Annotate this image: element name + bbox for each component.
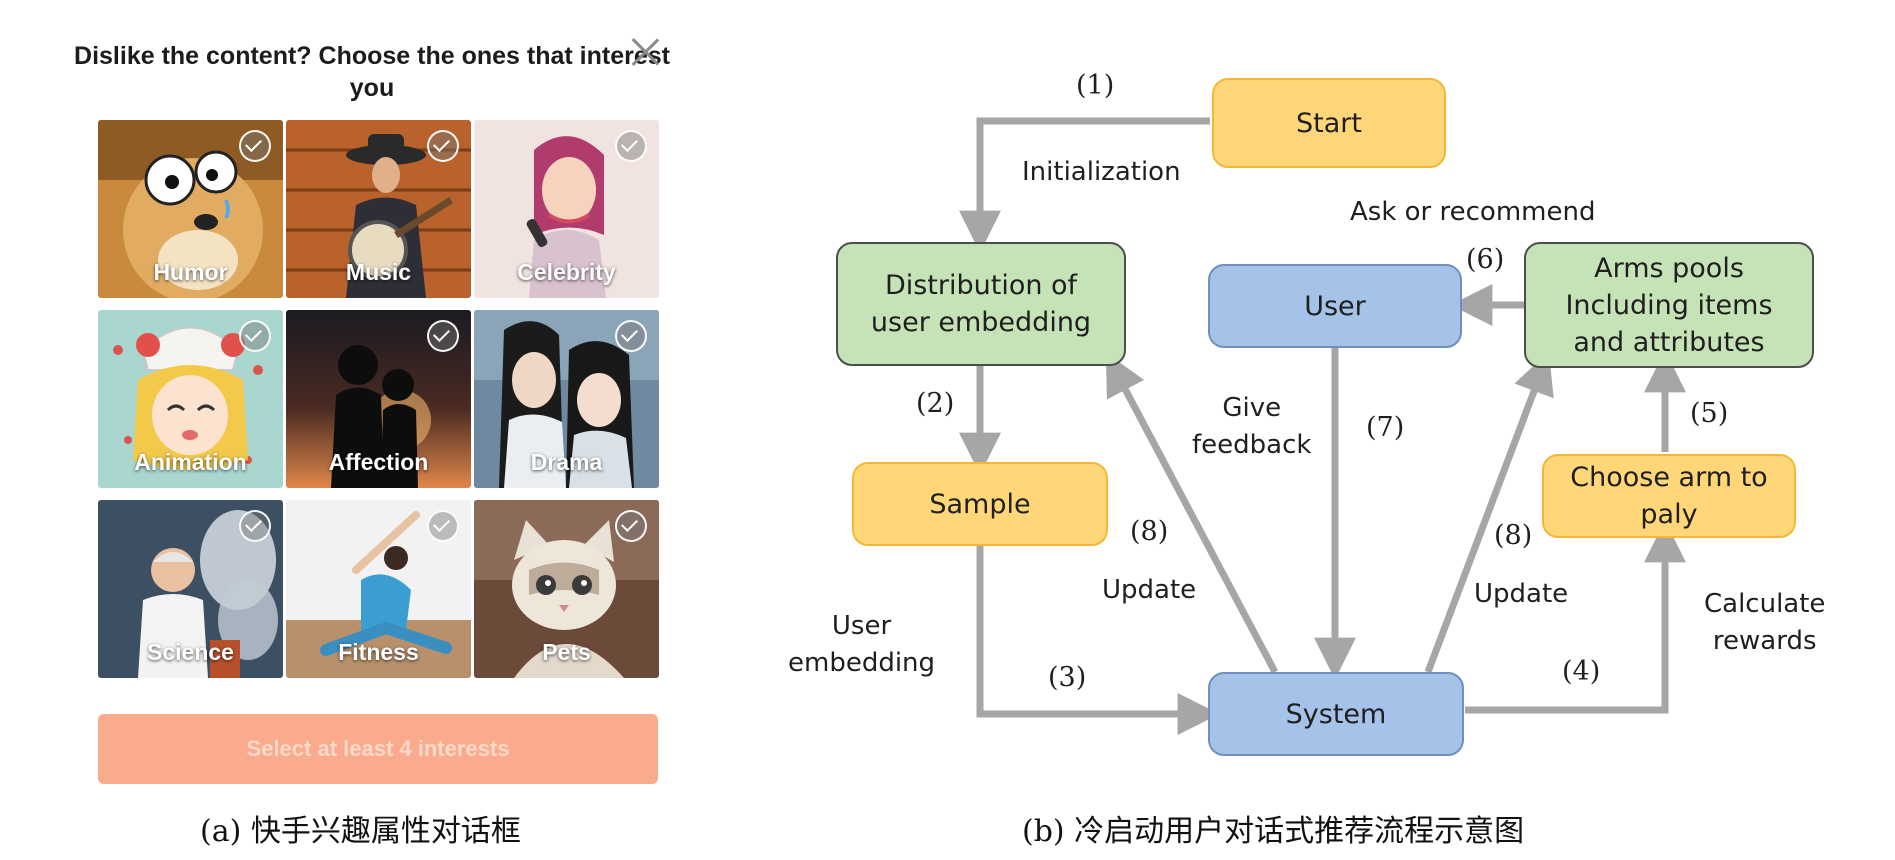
node-choose-arm-line1: Choose arm to	[1570, 462, 1768, 493]
label-calculate-rewards-line2: rewards	[1712, 626, 1817, 656]
label-give-feedback-line2: feedback	[1192, 430, 1312, 460]
step-8-left: (8)	[1130, 516, 1169, 547]
node-start: Start	[1212, 78, 1446, 168]
label-ask-or-recommend: Ask or recommend	[1350, 197, 1596, 227]
label-update-left: Update	[1102, 575, 1197, 605]
node-choose-arm: Choose arm to paly	[1542, 454, 1796, 538]
node-distribution-line1: Distribution of	[884, 270, 1078, 301]
step-6: (6)	[1466, 244, 1505, 275]
node-user: User	[1208, 264, 1462, 348]
node-arms-pools: Arms pools Including items and attribute…	[1524, 242, 1814, 368]
tile-label: Animation	[134, 449, 247, 475]
tile-label: Celebrity	[517, 259, 616, 285]
node-system: System	[1208, 672, 1464, 756]
step-7: (7)	[1366, 412, 1405, 443]
tile-label: Fitness	[338, 639, 419, 665]
interest-tile-animation[interactable]: Animation	[98, 310, 283, 488]
node-sample-label: Sample	[929, 488, 1031, 520]
node-start-label: Start	[1296, 107, 1362, 139]
check-icon	[427, 510, 459, 542]
interest-tile-pets[interactable]: Pets	[474, 500, 659, 678]
label-update-right: Update	[1474, 579, 1569, 609]
label-calculate-rewards-line1: Calculate	[1704, 589, 1826, 619]
arrow-1	[959, 117, 1210, 253]
interest-tile-science[interactable]: Science	[98, 500, 283, 678]
tile-label: Science	[147, 639, 234, 665]
step-2: (2)	[916, 388, 955, 419]
arrow-3	[976, 540, 1220, 735]
label-give-feedback: Give feedback	[1192, 390, 1311, 464]
tile-label: Pets	[542, 639, 591, 665]
label-calculate-rewards: Calculate rewards	[1704, 586, 1825, 660]
label-initialization: Initialization	[1022, 157, 1181, 187]
interest-tile-music[interactable]: Music	[286, 120, 471, 298]
node-distribution: Distribution of user embedding	[836, 242, 1126, 366]
node-distribution-line2: user embedding	[870, 307, 1092, 338]
caption-a: (a) 快手兴趣属性对话框	[200, 814, 521, 849]
node-sample: Sample	[852, 462, 1108, 546]
interest-dialog: Dislike the content? Choose the ones tha…	[60, 28, 680, 788]
step-5: (5)	[1690, 398, 1729, 429]
check-icon	[615, 130, 647, 162]
tile-label: Affection	[328, 449, 429, 475]
step-3: (3)	[1048, 662, 1087, 693]
interest-tile-humor[interactable]: Humor	[98, 120, 283, 298]
check-icon	[615, 320, 647, 352]
step-8-right: (8)	[1494, 520, 1533, 551]
arrow-8-right	[1424, 351, 1554, 674]
tile-label: Humor	[153, 259, 228, 285]
check-icon	[615, 510, 647, 542]
check-icon	[427, 130, 459, 162]
step-4: (4)	[1562, 656, 1601, 687]
label-user-embedding-line2: embedding	[788, 648, 936, 678]
interest-tile-fitness[interactable]: Fitness	[286, 500, 471, 678]
dialog-title: Dislike the content? Choose the ones tha…	[74, 42, 670, 102]
check-icon	[239, 130, 271, 162]
costume-drama-image	[474, 310, 659, 488]
node-arms-pools-line2: Including items	[1565, 289, 1773, 321]
tile-label: Music	[345, 259, 412, 285]
label-user-embedding: User embedding	[788, 608, 935, 682]
label-give-feedback-line1: Give	[1222, 393, 1282, 423]
arrow-8-left	[1105, 352, 1279, 674]
tile-label: Drama	[530, 449, 603, 475]
interest-tile-affection[interactable]: Affection	[286, 310, 471, 488]
node-arms-pools-line3: and attributes	[1573, 326, 1765, 358]
check-icon	[239, 510, 271, 542]
step-1: (1)	[1076, 70, 1115, 101]
node-user-label: User	[1304, 290, 1366, 322]
arrow-4	[1465, 520, 1686, 714]
node-system-label: System	[1285, 698, 1387, 730]
interest-tile-drama[interactable]: Drama	[474, 310, 659, 488]
node-arms-pools-line1: Arms pools	[1594, 252, 1744, 284]
node-choose-arm-line2: paly	[1640, 499, 1698, 530]
select-interests-button[interactable]: Select at least 4 interests	[98, 714, 658, 784]
label-user-embedding-line1: User	[831, 611, 892, 641]
check-icon	[427, 320, 459, 352]
check-icon	[239, 320, 271, 352]
interest-tile-celebrity[interactable]: Celebrity	[474, 120, 659, 298]
caption-b: (b) 冷启动用户对话式推荐流程示意图	[1022, 814, 1525, 849]
